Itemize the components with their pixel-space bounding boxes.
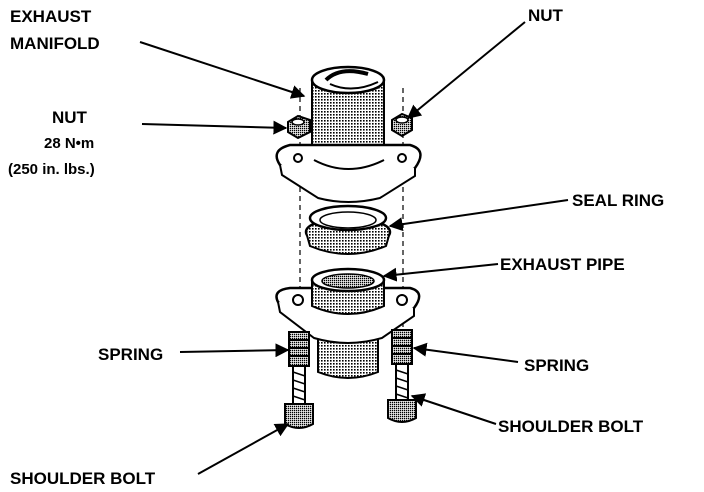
- shoulder-bolt-left-part: [284, 365, 314, 429]
- label-nut-top-right: NUT: [528, 6, 564, 25]
- shoulder-bolt-right-part: [387, 363, 417, 423]
- nut-left-hex: [287, 114, 311, 140]
- spring-right-part: [391, 329, 413, 365]
- label-shoulder-bolt-right: SHOULDER BOLT: [498, 417, 644, 436]
- manifold-flange: [275, 143, 422, 203]
- label-exhaust-manifold-line2: MANIFOLD: [10, 34, 100, 53]
- label-spring-left: SPRING: [98, 345, 163, 364]
- leader-lines: [139, 21, 569, 475]
- exhaust-pipe-ball: [310, 267, 386, 315]
- label-shoulder-bolt-left: SHOULDER BOLT: [10, 469, 156, 488]
- label-seal-ring: SEAL RING: [572, 191, 664, 210]
- label-nut-left: NUT: [52, 108, 88, 127]
- label-nut-torque-nm: 28 N•m: [44, 135, 94, 152]
- label-exhaust-manifold-line1: EXHAUST: [10, 7, 92, 26]
- spring-left-part: [288, 331, 310, 367]
- label-nut-torque-inlbs: (250 in. lbs.): [8, 161, 95, 178]
- label-spring-right: SPRING: [524, 356, 589, 375]
- label-exhaust-pipe: EXHAUST PIPE: [500, 255, 625, 274]
- nut-right-hex: [391, 112, 413, 138]
- seal-ring: [304, 204, 392, 255]
